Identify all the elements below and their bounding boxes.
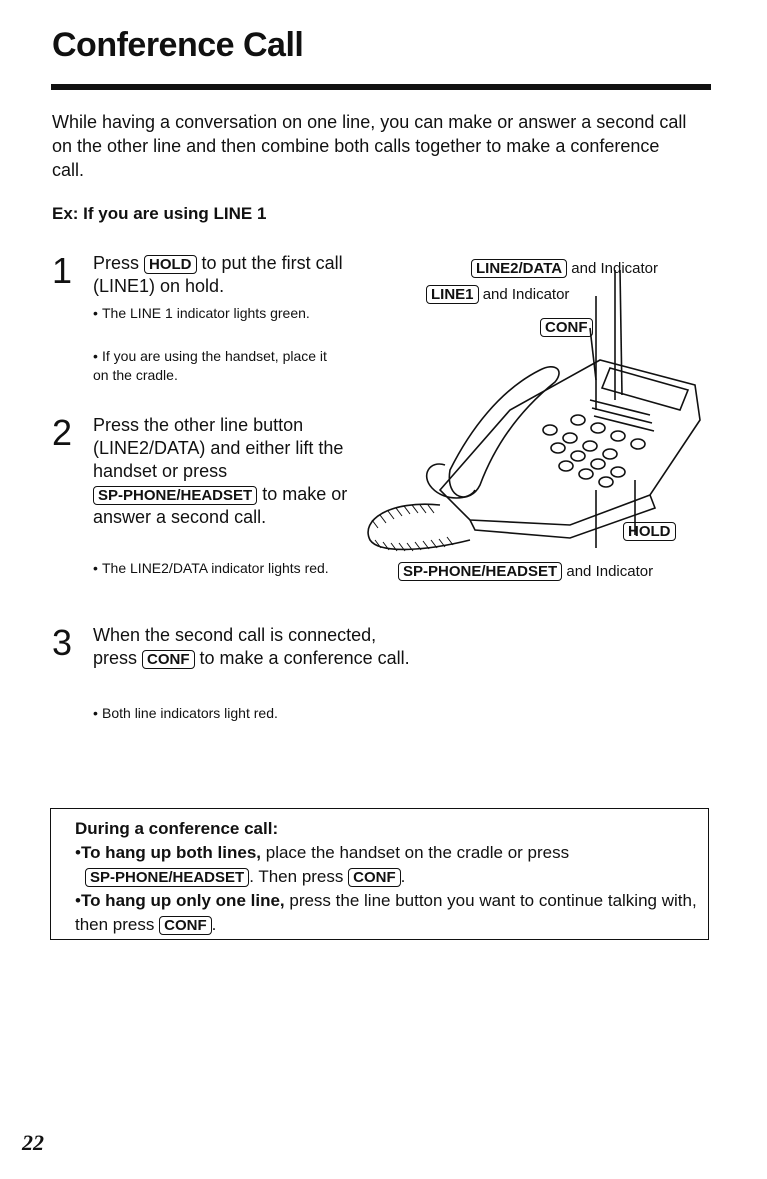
conf-leader [589, 327, 597, 381]
conf-key: CONF [159, 916, 212, 935]
bullet-text: Both line indicators light red. [102, 705, 278, 721]
page-number: 22 [22, 1130, 44, 1155]
bullet-dot-icon: • [75, 891, 81, 910]
note-content: During a conference call: •To hang up bo… [75, 817, 698, 937]
bullet-text: The LINE 1 indicator lights green. [102, 305, 310, 321]
intro-paragraph: While having a conversation on one line,… [52, 112, 687, 180]
step-text-part: Press the other line button (LINE2/DATA)… [93, 415, 344, 481]
callout-suffix: and Indicator [566, 563, 654, 580]
example-heading: Ex: If you are using LINE 1 [52, 204, 267, 223]
step-1-bullet: •The LINE 1 indicator lights green. [93, 304, 333, 323]
phone-display [600, 367, 690, 411]
step-3-text: When the second call is connected, press… [93, 624, 423, 670]
note-heading: During a conference call: [75, 817, 698, 841]
note-item-2: •To hang up only one line, press the lin… [75, 889, 698, 937]
bullet-dot-icon: • [93, 705, 98, 721]
title-rule [51, 84, 711, 90]
step-text-part: Press [93, 253, 145, 273]
hold-key: HOLD [623, 522, 676, 541]
bullet-dot-icon: • [75, 843, 81, 862]
step-3-bullet: •Both line indicators light red. [93, 704, 393, 723]
note-item-text: press the line button you want to contin… [75, 891, 697, 934]
bullet-dot-icon: • [93, 305, 98, 321]
telephone-illustration [367, 269, 701, 552]
note-item-text: . [211, 915, 217, 934]
sp-phone-headset-key: SP-PHONE/HEADSET [93, 486, 258, 505]
conf-key: CONF [142, 650, 195, 669]
hold-callout: HOLD [623, 522, 676, 541]
note-item-bold: To hang up both lines, [80, 843, 262, 862]
conf-key: CONF [348, 868, 401, 887]
conf-key: CONF [540, 318, 593, 337]
bullet-dot-icon: • [93, 348, 98, 364]
note-item-1: •To hang up both lines, place the handse… [75, 841, 698, 889]
line1-callout: LINE1 and Indicator [426, 285, 569, 304]
conf-callout: CONF [540, 318, 593, 337]
keypad [542, 414, 646, 488]
sp-phone-headset-key: SP-PHONE/HEADSET [85, 868, 250, 887]
step-1-bullet: •If you are using the handset, place it … [93, 347, 343, 385]
note-heading-text: During a conference call: [75, 819, 279, 838]
note-box: During a conference call: •To hang up bo… [50, 808, 709, 940]
step-text-part: When the second call is connected, press [93, 625, 377, 668]
line2-data-key: LINE2/DATA [471, 259, 568, 278]
sp-phone-headset-key: SP-PHONE/HEADSET [398, 562, 563, 581]
callout-suffix: and Indicator [571, 260, 659, 277]
step-number: 1 [52, 250, 73, 291]
coiled-cord [367, 503, 471, 551]
hold-key: HOLD [144, 255, 197, 274]
step-2-bullet: •The LINE2/DATA indicator lights red. [93, 559, 333, 578]
note-item-text: . Then press [249, 867, 349, 886]
step-text-part: to put the first call (LINE1) on hold. [93, 253, 343, 296]
page-title: Conference Call [52, 26, 304, 64]
bullet-text: If you are using the handset, place it o… [93, 348, 327, 383]
spphone-callout: SP-PHONE/HEADSET and Indicator [398, 562, 653, 581]
bullet-dot-icon: • [93, 560, 98, 576]
step-text-part: to make or answer a second call. [93, 484, 348, 527]
step-text-part: to make a conference call. [194, 648, 410, 668]
phone-base [438, 359, 701, 526]
line1-key: LINE1 [426, 285, 479, 304]
note-item-bold: To hang up only one line, [80, 891, 285, 910]
step-number: 3 [52, 622, 73, 663]
callout-suffix: and Indicator [482, 286, 570, 303]
note-item-text: . [400, 867, 406, 886]
step-2-text: Press the other line button (LINE2/DATA)… [93, 414, 351, 529]
step-number: 2 [52, 412, 73, 453]
step-1-text: Press HOLD to put the first call (LINE1)… [93, 252, 351, 298]
note-item-text: place the handset on the cradle or press [261, 843, 570, 862]
phone-handset [448, 366, 560, 498]
line2-callout: LINE2/DATA and Indicator [471, 259, 658, 278]
bullet-text: The LINE2/DATA indicator lights red. [102, 560, 329, 576]
